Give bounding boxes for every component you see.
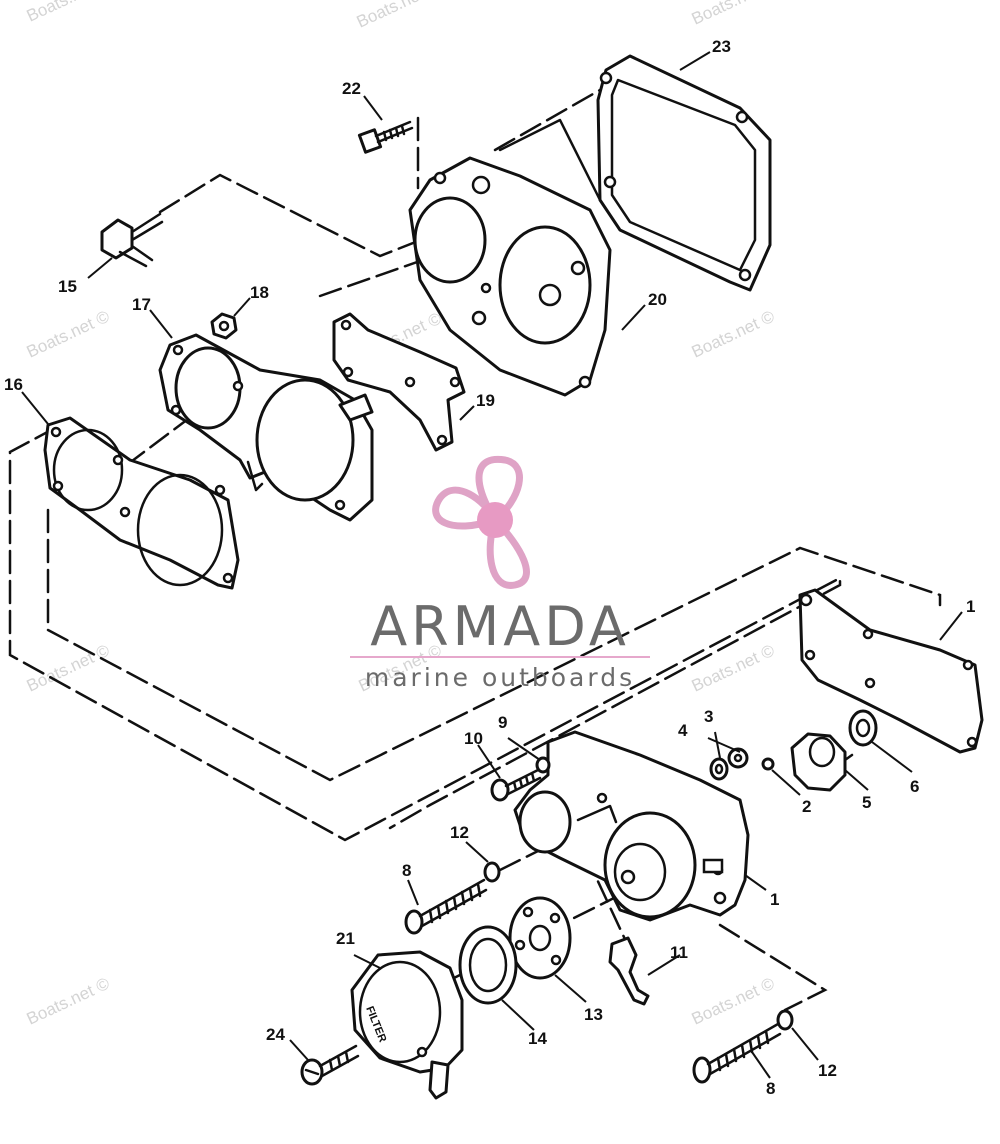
callout-24: 24 <box>266 1025 285 1044</box>
screw-2 <box>761 757 775 771</box>
callout-22: 22 <box>342 79 361 98</box>
watermark-text: Boats.net © <box>689 641 778 696</box>
washer-12-lower <box>776 1009 794 1031</box>
bracket-19 <box>332 312 466 452</box>
watermark-text: Boats.net © <box>689 307 778 362</box>
screw-22 <box>357 120 414 154</box>
callout-3: 3 <box>704 707 713 726</box>
screw-8 <box>404 878 488 935</box>
callout-6: 6 <box>910 777 919 796</box>
screw-10 <box>490 768 542 802</box>
callout-19: 19 <box>476 391 495 410</box>
callout-18: 18 <box>250 283 269 302</box>
callout-15: 15 <box>58 277 77 296</box>
pump-body-20 <box>408 118 612 397</box>
clip-3 <box>727 747 749 769</box>
ring-4 <box>709 757 729 781</box>
callout-5: 5 <box>862 793 871 812</box>
check-valve-5 <box>790 732 854 792</box>
watermark-text: Boats.net © <box>689 974 778 1029</box>
callout-21: 21 <box>336 929 355 948</box>
callout-9: 9 <box>498 713 507 732</box>
callout-4: 4 <box>678 721 688 740</box>
watermark-text: Boats.net © <box>354 0 443 32</box>
callout-20: 20 <box>648 290 667 309</box>
watermark-text: Boats.net © <box>24 0 113 26</box>
callout-2: 2 <box>802 797 811 816</box>
nut-18 <box>210 312 238 340</box>
washer-9 <box>535 756 551 774</box>
propeller-icon <box>432 455 530 589</box>
callout-23: 23 <box>712 37 731 56</box>
fitting-11 <box>608 936 650 1006</box>
screw-8-lower <box>692 1022 782 1084</box>
pump-housing-1 <box>513 730 750 922</box>
armada-logo: ARMADA marine outboards <box>350 455 650 692</box>
brand-tagline: marine outboards <box>365 663 635 692</box>
callout-12-upper: 12 <box>450 823 469 842</box>
leader-lines <box>21 51 963 1079</box>
plate-13 <box>508 896 572 980</box>
callout-11: 11 <box>670 943 688 962</box>
callout-14: 14 <box>528 1029 547 1048</box>
callout-17: 17 <box>132 295 151 314</box>
ring-14 <box>458 925 518 1005</box>
diaphragm-1 <box>798 588 984 754</box>
cover-17 <box>158 333 374 522</box>
watermark-text: Boats.net © <box>24 974 113 1029</box>
callout-16: 16 <box>4 375 23 394</box>
callout-labels: 23 22 15 18 17 20 16 19 1 4 3 10 9 2 5 6… <box>4 37 975 1098</box>
screw-24 <box>300 1044 360 1086</box>
watermark-text: Boats.net © <box>689 0 778 29</box>
callout-8-upper: 8 <box>402 861 411 880</box>
washer-12 <box>483 861 501 883</box>
callout-1-housing: 1 <box>770 890 779 909</box>
filter-cover-21: FILTER <box>350 950 464 1100</box>
washer-6 <box>848 709 878 747</box>
fitting-15 <box>100 212 164 268</box>
gasket-16 <box>43 416 240 590</box>
callout-13: 13 <box>584 1005 603 1024</box>
watermark-text: Boats.net © <box>24 307 113 362</box>
callout-12-lower: 12 <box>818 1061 837 1080</box>
gasket-23 <box>596 54 772 292</box>
callout-1-diaphragm: 1 <box>966 597 975 616</box>
callout-10: 10 <box>464 729 483 748</box>
callout-8-lower: 8 <box>766 1079 775 1098</box>
brand-name: ARMADA <box>370 595 630 658</box>
